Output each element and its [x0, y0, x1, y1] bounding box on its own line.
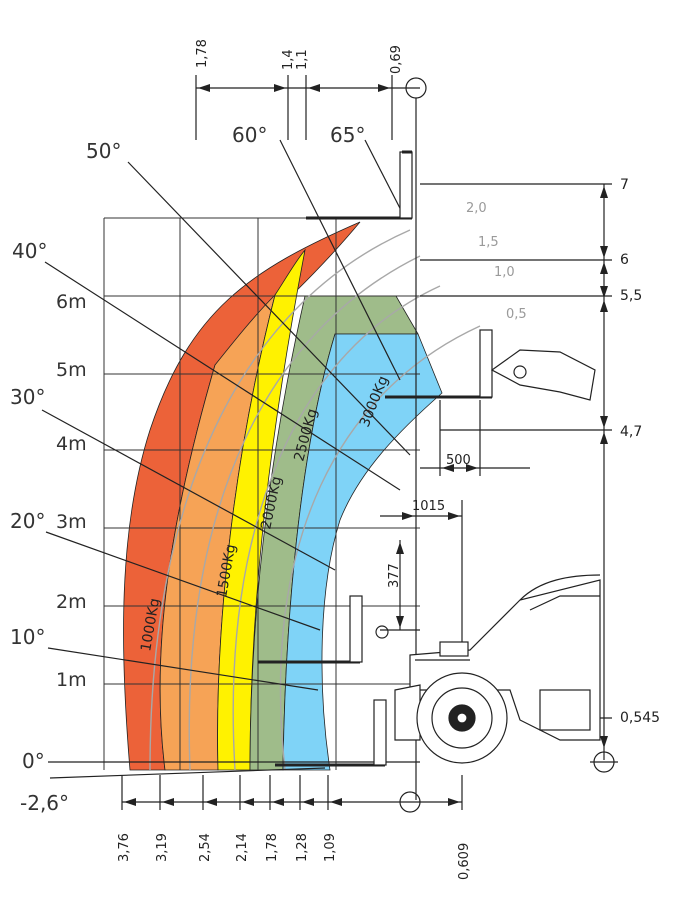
bottom-dim-3-76: 3,76 [117, 833, 132, 862]
bottom-dim-0-609: 0,609 [457, 843, 472, 880]
fork-low [258, 595, 389, 664]
meter-label-5: 5m [56, 359, 87, 381]
bottom-dim-2-14: 2,14 [235, 833, 250, 862]
inner-dimensions [380, 400, 530, 660]
height-label-7: 7 [620, 177, 629, 193]
height-label-5-5: 5,5 [620, 288, 642, 304]
inner-dim-377: 377 [387, 563, 402, 588]
telehandler-machine [394, 574, 601, 764]
meter-label-2: 2m [56, 591, 87, 613]
bottom-dim-1-09: 1,09 [323, 833, 338, 862]
meter-label-1: 1m [56, 669, 87, 691]
angle-label-30: 30° [10, 385, 45, 409]
angle-label-20: 20° [10, 509, 45, 533]
angle-label-neg: -2,6° [20, 791, 69, 815]
level-label-1-5: 1,5 [478, 235, 499, 250]
angle-label-40: 40° [12, 239, 47, 263]
bottom-dimensions [121, 775, 463, 813]
bottom-dim-3-19: 3,19 [155, 833, 170, 862]
top-dim-1-1: 1,1 [295, 49, 310, 70]
height-label-0-545: 0,545 [620, 710, 660, 726]
fork-carriages [258, 150, 596, 767]
fork-ground [275, 699, 387, 767]
angle-label-50: 50° [86, 139, 121, 163]
level-label-2-0: 2,0 [466, 201, 487, 216]
load-center-arcs [149, 229, 481, 771]
meter-label-6: 6m [56, 291, 87, 313]
height-label-6: 6 [620, 252, 629, 268]
fork-top [306, 150, 413, 220]
top-dim-0-69: 0,69 [389, 45, 404, 74]
level-label-0-5: 0,5 [506, 307, 527, 322]
fork-mid [385, 329, 596, 401]
level-label-1-0: 1,0 [494, 265, 515, 280]
inner-dim-1015: 1015 [412, 499, 445, 514]
zone-3000kg [282, 333, 443, 771]
angle-label-65: 65° [330, 123, 365, 147]
inner-dim-500: 500 [446, 453, 471, 468]
meter-label-4: 4m [56, 433, 87, 455]
top-dim-1-78: 1,78 [195, 39, 210, 68]
bottom-dim-2-54: 2,54 [198, 833, 213, 862]
angle-label-60: 60° [232, 123, 267, 147]
angle-label-10: 10° [10, 625, 45, 649]
bottom-dim-1-78: 1,78 [265, 833, 280, 862]
bottom-dim-1-28: 1,28 [295, 833, 310, 862]
angle-label-0: 0° [22, 749, 45, 773]
boom-angle-lines [41, 139, 420, 779]
meter-label-3: 3m [56, 511, 87, 533]
height-label-4-7: 4,7 [620, 424, 642, 440]
top-dim-1-4: 1,4 [281, 49, 296, 70]
